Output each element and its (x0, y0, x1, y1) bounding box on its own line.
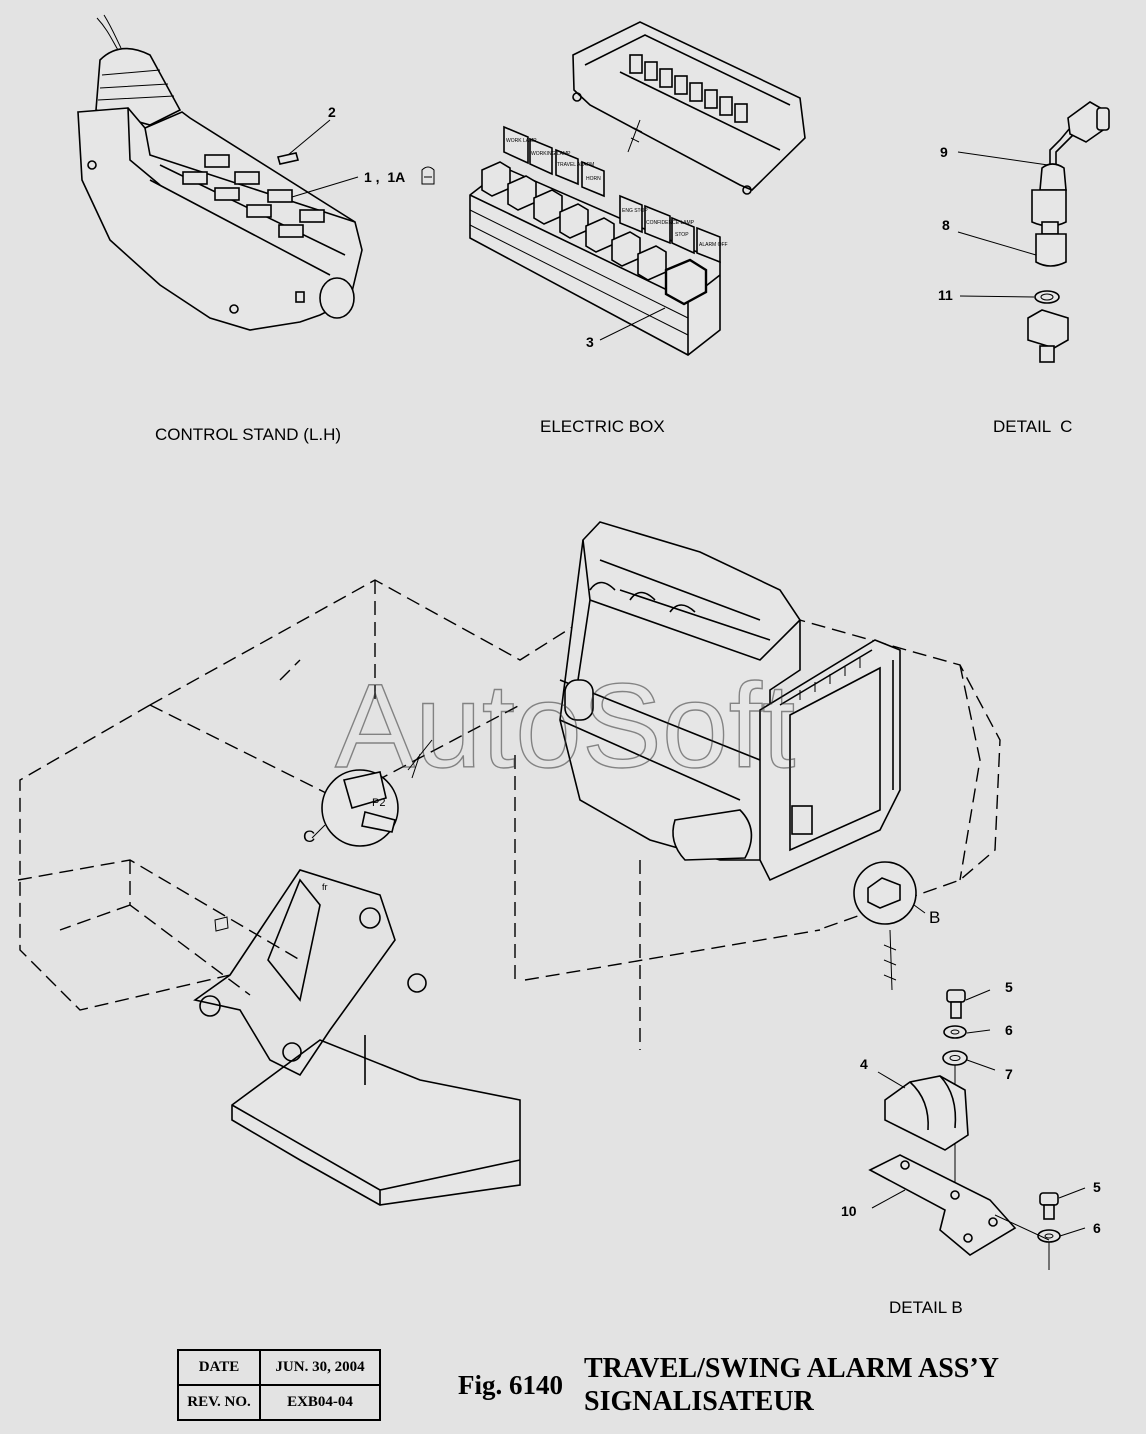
section-captions: CONTROL STAND (L.H) ELECTRIC BOX DETAIL … (155, 417, 1072, 1317)
connector-label: P2 (372, 797, 385, 809)
plate-label: WORKING LAMP (531, 151, 571, 157)
caption-electric-box: ELECTRIC BOX (540, 417, 665, 436)
figure-title: TRAVEL/SWING ALARM ASS’Y SIGNALISATEUR (584, 1352, 999, 1418)
frame-mark: fr (322, 882, 328, 892)
date-value: JUN. 30, 2004 (259, 1349, 381, 1386)
callout-5-bottom: 5 (1093, 1179, 1101, 1195)
figure-title-line1: TRAVEL/SWING ALARM ASS’Y (584, 1353, 999, 1384)
callout-labels: 2 1 , 1A 3 9 8 11 5 6 7 4 10 5 6 C B P2 … (303, 104, 1101, 1236)
figure-number: Fig. 6140 (458, 1370, 563, 1400)
plate-label: HORN (586, 176, 601, 182)
callout-4: 4 (860, 1056, 868, 1072)
callout-6-bottom: 6 (1093, 1220, 1101, 1236)
control-stand-drawing (77, 14, 363, 331)
callout-7: 7 (1005, 1066, 1013, 1082)
plate-label: ENG STOP (622, 208, 648, 214)
detail-c-drawing (1027, 101, 1110, 363)
plate-label: TRAVEL ALARM (557, 162, 594, 168)
leader-lines (287, 119, 1086, 1237)
watermark-text: AutoSoft (335, 659, 795, 793)
detail-b-ref: B (929, 908, 940, 927)
detail-b-drawing (868, 989, 1061, 1270)
callout-3: 3 (586, 334, 594, 350)
caption-control-stand: CONTROL STAND (L.H) (155, 425, 341, 444)
callout-8: 8 (942, 217, 950, 233)
date-label: DATE (177, 1349, 261, 1386)
callout-11: 11 (938, 287, 953, 303)
title-block: DATE JUN. 30, 2004 REV. NO. EXB04-04 (177, 1349, 381, 1421)
callout-5-top: 5 (1005, 979, 1013, 995)
caption-detail-b: DETAIL B (889, 1298, 963, 1317)
plate-label: CONFIDENCE LAMP (646, 220, 695, 226)
plate-label: WORK LAMP (506, 138, 537, 144)
caption-detail-c: DETAIL C (993, 417, 1072, 436)
callout-1-1a: 1 , 1A (364, 169, 405, 185)
electric-box-labels: WORK LAMP WORKING LAMP TRAVEL ALARM HORN… (506, 138, 728, 248)
bulb-icon (421, 166, 435, 185)
callout-10: 10 (841, 1203, 857, 1219)
electric-box-drawing (469, 21, 806, 356)
callout-9: 9 (940, 144, 948, 160)
figure-title-line2: SIGNALISATEUR (584, 1386, 814, 1417)
detail-c-ref: C (303, 827, 315, 846)
callout-2: 2 (328, 104, 336, 120)
plate-label: ALARM OFF (699, 242, 728, 248)
callout-6-top: 6 (1005, 1022, 1013, 1038)
plate-label: STOP (675, 232, 689, 238)
rev-value: EXB04-04 (259, 1384, 381, 1421)
rev-label: REV. NO. (177, 1384, 261, 1421)
main-assembly-drawing: AutoSoft (17, 521, 1001, 1206)
